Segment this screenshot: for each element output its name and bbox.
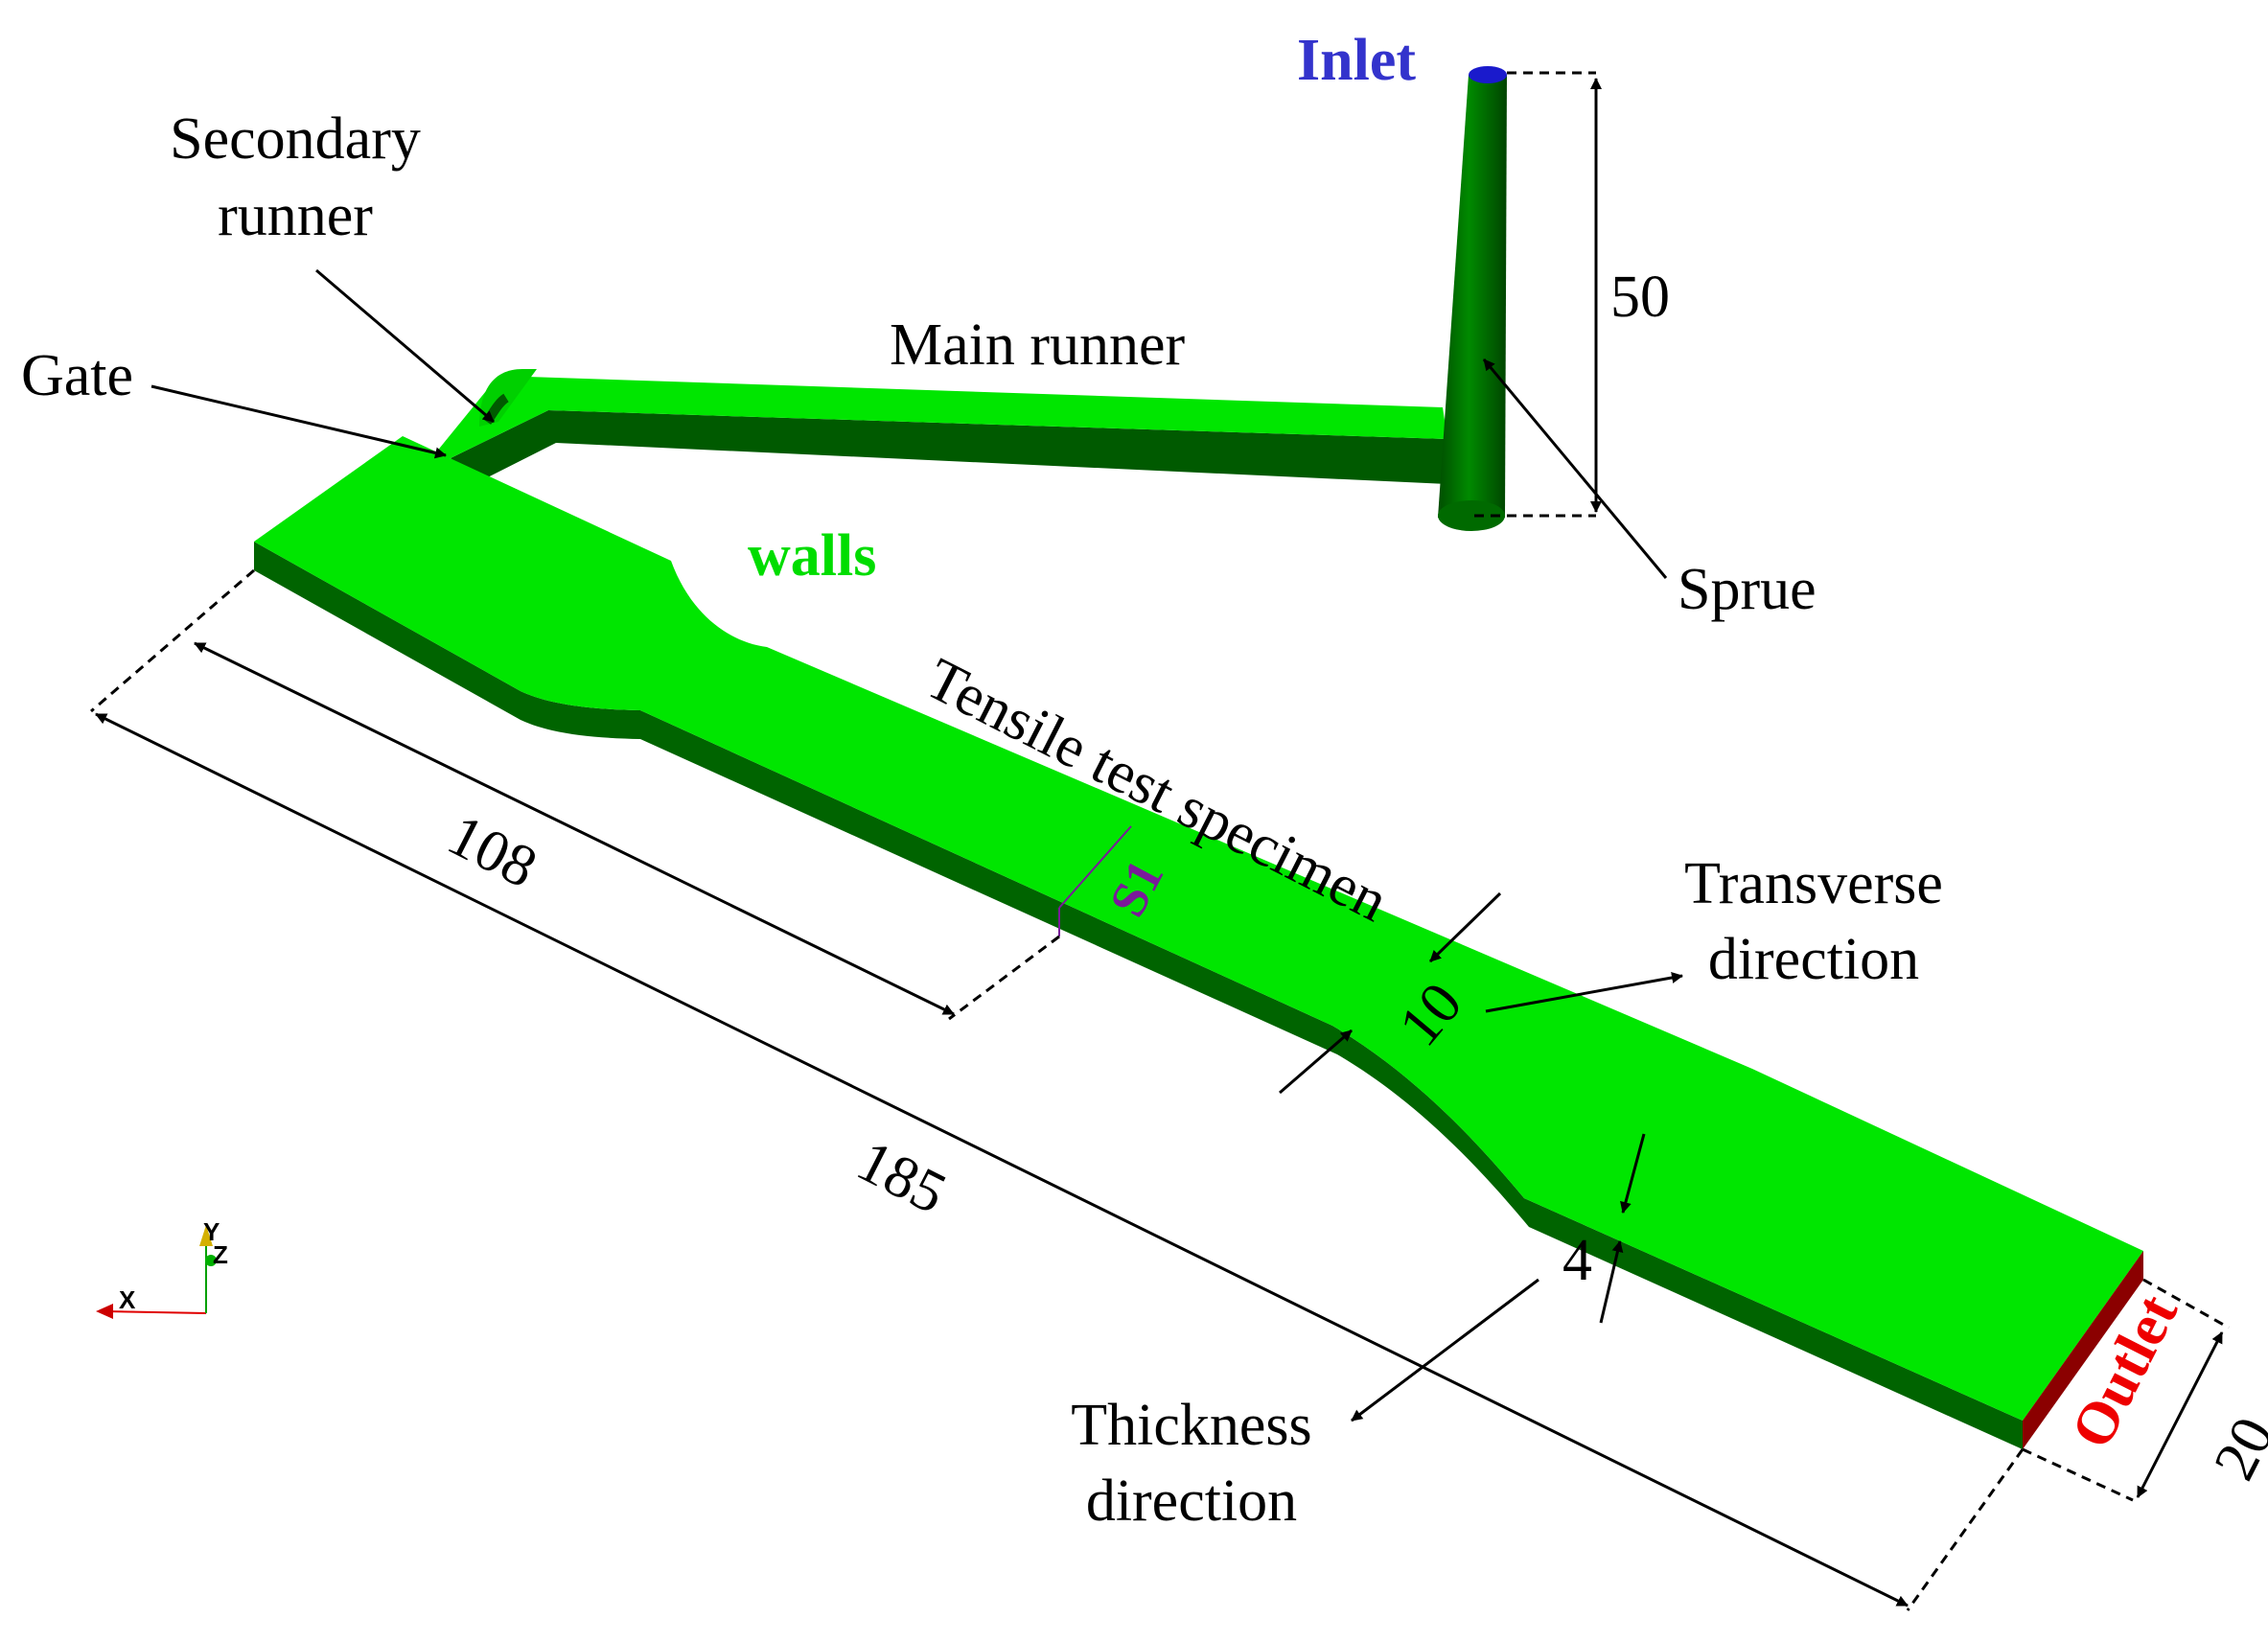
gauge-width-arrow-top (1428, 891, 1502, 963)
dim-gauge-length: 108 (438, 802, 547, 901)
outlet-face (2023, 1251, 2143, 1449)
gate-leader (150, 384, 447, 459)
thickness-leader (1351, 1278, 1539, 1422)
inlet-surface (1469, 66, 1507, 83)
total-length-dim (95, 712, 1909, 1607)
label-thickness-1: Thickness (1071, 1393, 1311, 1458)
dim-total-length: 185 (847, 1128, 957, 1227)
label-walls: walls (748, 523, 876, 589)
label-main-runner: Main runner (890, 312, 1186, 378)
main-runner-side (451, 410, 1447, 484)
axis-z-label: Z (213, 1240, 228, 1269)
transverse-leader (1485, 972, 1683, 1013)
grip-width-dim (2136, 1331, 2224, 1498)
gauge-width-arrow-bottom (1279, 1029, 1353, 1095)
sprue (1438, 66, 1507, 531)
label-transverse-1: Transverse (1684, 851, 1943, 916)
dim-sprue-height: 50 (1610, 265, 1670, 330)
dim-grip-width: 20 (2202, 1407, 2268, 1490)
dim-thickness: 4 (1562, 1228, 1592, 1293)
thickness-arrow-bottom (1599, 1240, 1624, 1324)
dimension-arrows (95, 78, 2224, 1607)
thickness-arrow-top (1620, 1133, 1646, 1214)
label-thickness-2: direction (1086, 1469, 1297, 1534)
label-inlet: Inlet (1297, 28, 1416, 93)
main-runner-top (431, 376, 1447, 458)
axis-x-label: X (119, 1285, 136, 1314)
label-transverse-2: direction (1708, 927, 1919, 992)
leader-arrows (150, 268, 1683, 1422)
label-gate: Gate (21, 343, 133, 408)
label-secondary-runner-1: Secondary (170, 106, 421, 172)
label-secondary-runner-2: runner (218, 183, 373, 248)
sprue-leader (1482, 358, 1668, 579)
main-runner (431, 369, 1447, 484)
axis-triad: X Y Z (96, 1217, 228, 1319)
sprue-base (1438, 500, 1505, 531)
secondary-runner-leader (315, 268, 495, 424)
sprue-body (1438, 75, 1507, 518)
label-sprue: Sprue (1678, 557, 1817, 622)
